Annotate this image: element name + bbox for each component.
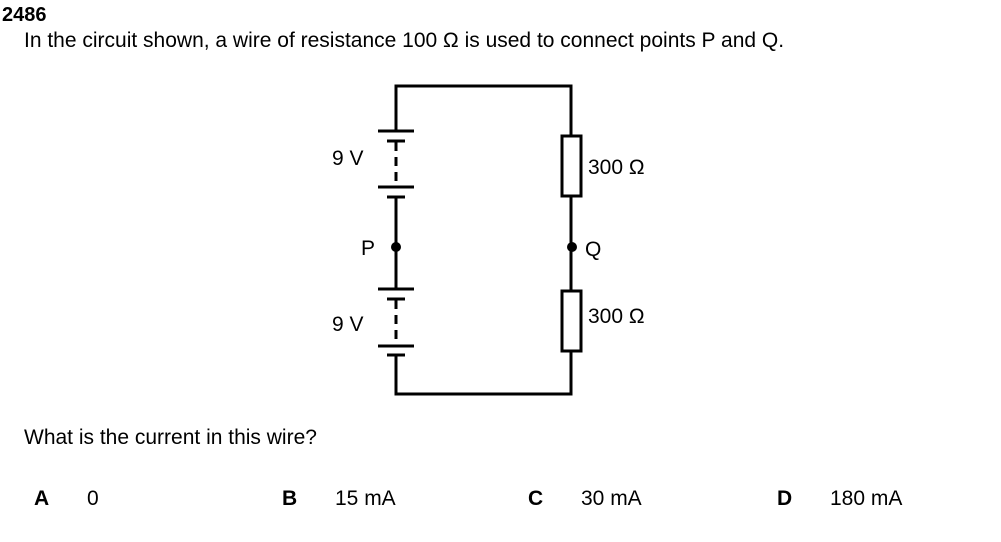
wire-top xyxy=(394,84,573,139)
option-c[interactable]: C 30 mA xyxy=(528,486,642,512)
question-prompt: What is the current in this wire? xyxy=(24,426,317,449)
question-number: 2486 xyxy=(2,4,47,26)
question-stem: In the circuit shown, a wire of resistan… xyxy=(24,29,785,52)
wire-bottom xyxy=(394,349,573,396)
option-b-value: 15 mA xyxy=(335,487,396,510)
resistor-bottom xyxy=(560,289,583,353)
option-a[interactable]: A 0 xyxy=(34,486,99,512)
option-b[interactable]: B 15 mA xyxy=(282,486,396,512)
option-c-letter: C xyxy=(528,487,544,510)
node-p-label: P xyxy=(361,237,375,260)
node-p xyxy=(391,242,401,252)
battery-bottom-label: 9 V xyxy=(332,313,364,336)
option-a-value: 0 xyxy=(87,487,99,510)
option-a-letter: A xyxy=(34,487,50,510)
node-q xyxy=(567,242,577,252)
option-d-value: 180 mA xyxy=(830,487,903,510)
option-d[interactable]: D 180 mA xyxy=(777,486,902,512)
node-q-label: Q xyxy=(585,238,601,261)
resistor-top-label: 300 Ω xyxy=(588,156,645,179)
option-c-value: 30 mA xyxy=(581,487,642,510)
option-d-letter: D xyxy=(777,487,793,510)
battery-top-label: 9 V xyxy=(332,147,364,170)
resistor-top xyxy=(560,134,583,198)
option-b-letter: B xyxy=(282,487,298,510)
resistor-bottom-label: 300 Ω xyxy=(588,305,645,328)
